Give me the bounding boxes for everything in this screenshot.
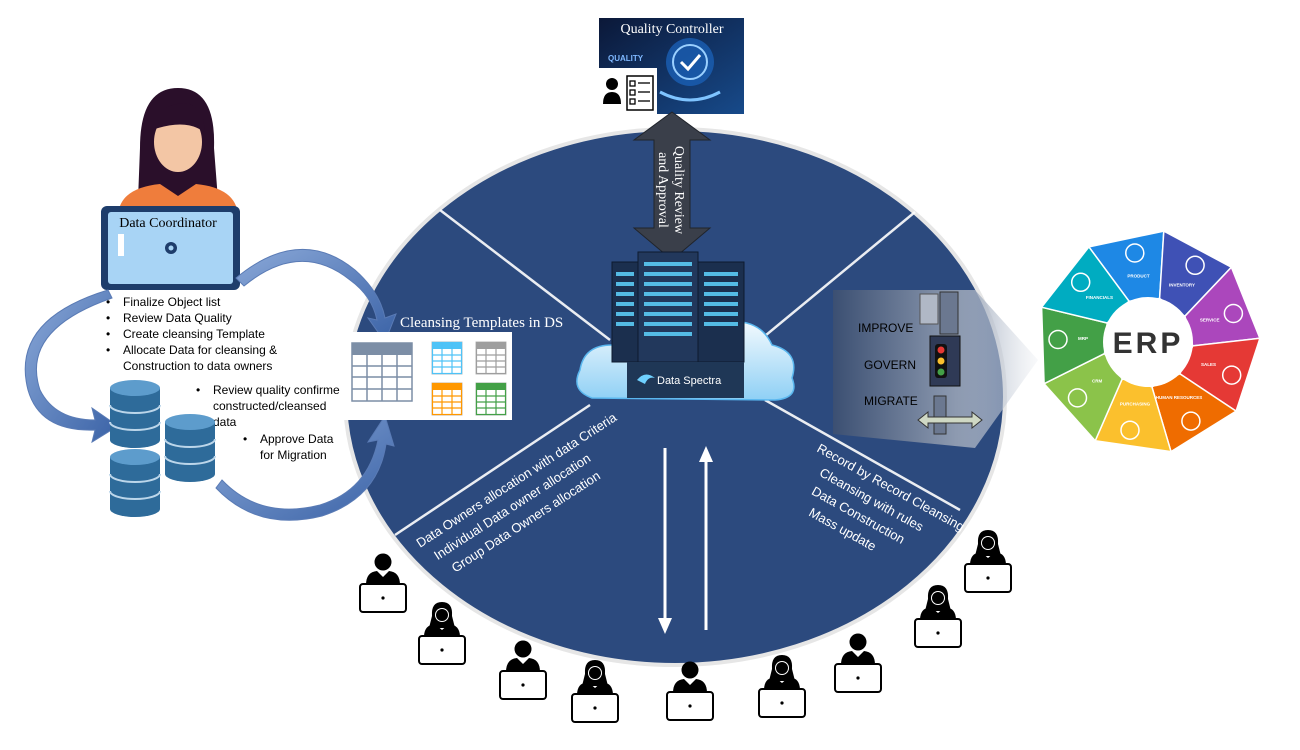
erp-module-icon (1120, 420, 1140, 440)
erp-module-icon (1181, 411, 1201, 431)
quality-badge: QUALITY (608, 54, 644, 63)
data-spectra-server: Data Spectra (576, 251, 795, 401)
up-arrow-icon (699, 446, 713, 630)
erp-title: ERP (1113, 327, 1184, 360)
erp-segment-label: SERVICE (1200, 317, 1220, 322)
erp-module-icon (1070, 272, 1091, 293)
database-icon (109, 379, 161, 449)
approve-item: Approve Data (260, 432, 334, 446)
quality-controller: Quality Controller QUALITY Quality Revie… (599, 18, 744, 261)
quality-title: Quality Controller (620, 22, 723, 37)
data-owner-icon (758, 654, 806, 718)
erp-module-icon (1185, 255, 1205, 276)
data-owner-icon (834, 632, 882, 693)
coordinator-task-list: •Finalize Object list •Review Data Quali… (106, 295, 280, 373)
data-owner-icon (964, 529, 1012, 593)
improve-icon (919, 291, 959, 335)
checkmark-shield-icon (659, 38, 721, 102)
erp-segment-label: MRP (1078, 336, 1088, 341)
review-item: constructed/cleansed (213, 399, 326, 413)
erp-center (1103, 297, 1193, 387)
table-icon (431, 382, 463, 416)
data-owner-icon (571, 659, 619, 723)
erp-segment-label: CRM (1092, 378, 1102, 383)
erp-segment-label: INVENTORY (1169, 283, 1195, 288)
server-icon (611, 251, 745, 363)
table-icon (351, 342, 413, 402)
erp-segment-label: SALES (1201, 362, 1216, 367)
process-label: GOVERN (864, 358, 916, 372)
erp-module-icon (1125, 243, 1145, 263)
down-arrow-icon (658, 448, 672, 634)
database-icon (164, 413, 216, 483)
data-owner-icon (359, 552, 407, 613)
checklist-icon (603, 75, 654, 111)
vertical-arrows (658, 446, 713, 634)
traffic-light-icon (929, 335, 961, 387)
data-coordinator: Data Coordinator •Finalize Object list •… (24, 88, 397, 521)
erp-segment-label: FINANCIALS (1086, 295, 1113, 300)
cleansing-templates: Cleansing Templates in DS (340, 315, 563, 420)
review-task-list: •Review quality confirmed constructed/cl… (196, 383, 350, 429)
server-brand: Data Spectra (657, 375, 722, 387)
task-item: Create cleansing Template (123, 327, 265, 341)
erp-segment-label: PURCHASING (1120, 402, 1151, 407)
templates-title: Cleansing Templates in DS (400, 315, 563, 331)
erp-module-icon (1067, 388, 1088, 408)
curved-arrow-icon (215, 414, 395, 521)
table-icon (475, 341, 507, 375)
quality-arrow-label: Quality Review (671, 146, 686, 235)
review-item: data (213, 415, 237, 429)
data-owner-icon (418, 601, 466, 665)
erp-module-icon (1221, 365, 1242, 385)
migrate-icon (917, 395, 983, 435)
database-icon (109, 448, 161, 518)
data-spectra-logo-icon (637, 374, 655, 384)
task-item: Allocate Data for cleansing & (123, 343, 277, 357)
table-icon (431, 341, 463, 375)
curved-arrow-icon (235, 249, 397, 344)
curved-arrow-icon (24, 289, 119, 444)
erp-module-icon (1223, 303, 1244, 324)
data-owner-icon (914, 584, 962, 648)
erp-module-icon (1048, 329, 1068, 350)
task-item: Construction to data owners (123, 359, 272, 373)
task-item: Finalize Object list (123, 295, 221, 309)
approve-item: for Migration (260, 448, 327, 462)
process-label: MIGRATE (864, 394, 918, 408)
process-panel: IMPROVE GOVERN MIGRATE (833, 290, 1038, 448)
coordinator-title: Data Coordinator (119, 216, 217, 231)
coordinator-person-icon (101, 88, 240, 290)
erp-segment-label: HUMAN RESOURCES (1156, 395, 1203, 400)
erp-wheel: PRODUCT INVENTORY SERVICE SALES HUMAN RESOUR… (1040, 229, 1261, 453)
table-icon (475, 382, 507, 416)
quality-arrow-label: and Approval (655, 152, 670, 228)
data-owner-icon (666, 660, 714, 721)
task-item: Review Data Quality (123, 311, 232, 325)
data-owner-icon (499, 639, 547, 700)
review-item: Review quality confirmed (213, 383, 346, 397)
erp-segment-label: PRODUCT (1127, 274, 1150, 279)
process-label: IMPROVE (858, 321, 913, 335)
approve-task-list: •Approve Data for Migration (243, 432, 337, 462)
